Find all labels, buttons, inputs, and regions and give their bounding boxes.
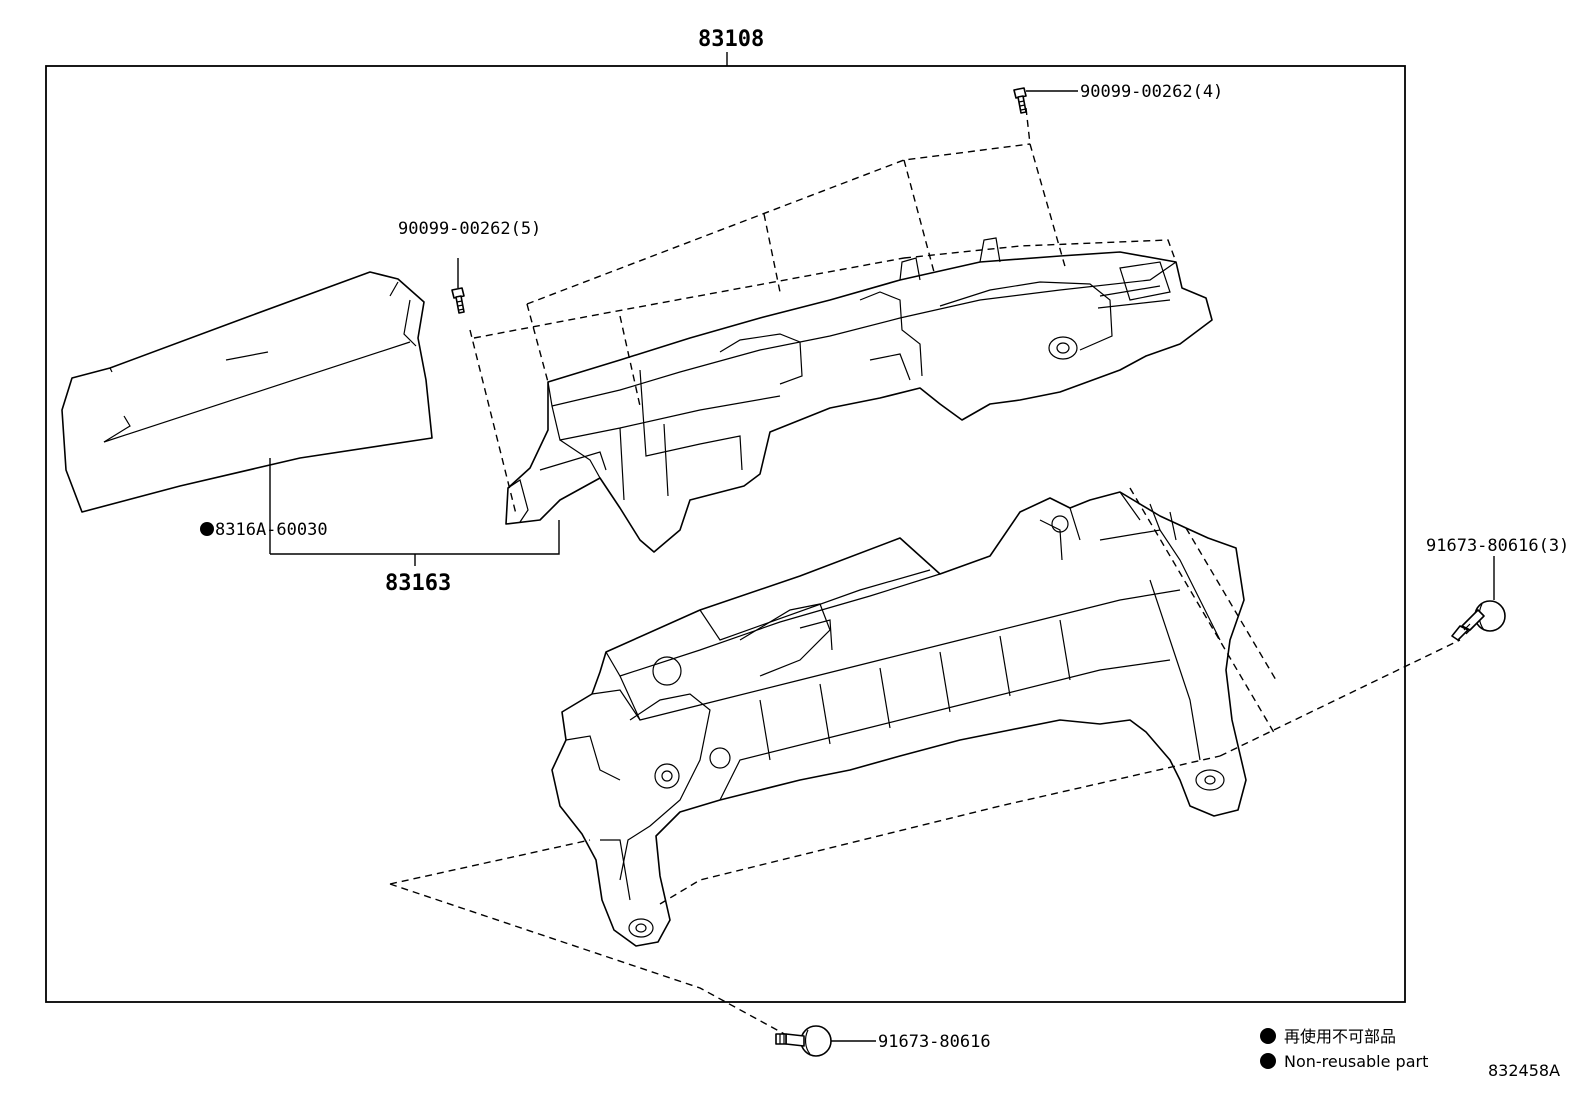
upper-bracket <box>505 237 1213 553</box>
legend: 再使用不可部品 Non-reusable part <box>1260 1027 1428 1071</box>
legend-japanese: 再使用不可部品 <box>1284 1027 1396 1046</box>
assembly-frame <box>45 65 1406 1003</box>
callout-83163: 83163 <box>385 571 451 596</box>
callout-83108: 83108 <box>698 27 764 52</box>
legend-english: Non-reusable part <box>1284 1052 1428 1071</box>
lower-bracket <box>551 491 1247 947</box>
cover-panel <box>61 271 433 513</box>
callout-91673-80616: 91673-80616 <box>878 1032 991 1052</box>
callout-90099-00262-5: 90099-00262(5) <box>398 219 541 239</box>
callout-91673-80616-3: 91673-80616(3) <box>1426 536 1569 556</box>
screw-icon <box>451 287 465 314</box>
drawing-id: 832458A <box>1488 1061 1560 1080</box>
callout-90099-00262-4: 90099-00262(4) <box>1080 82 1223 102</box>
non-reusable-mark <box>200 522 214 536</box>
legend-bullet <box>1260 1028 1276 1044</box>
screw-icon <box>1013 87 1027 114</box>
upper-screw-dashes <box>469 107 1177 515</box>
bolt-icon <box>1451 600 1506 641</box>
bolt-icon <box>775 1025 832 1057</box>
bracket-83163-leader <box>270 520 560 555</box>
legend-bullet <box>1260 1053 1276 1069</box>
callout-8316A-60030: 8316A-60030 <box>215 520 328 540</box>
lower-bolt-dashes <box>389 487 1461 1037</box>
